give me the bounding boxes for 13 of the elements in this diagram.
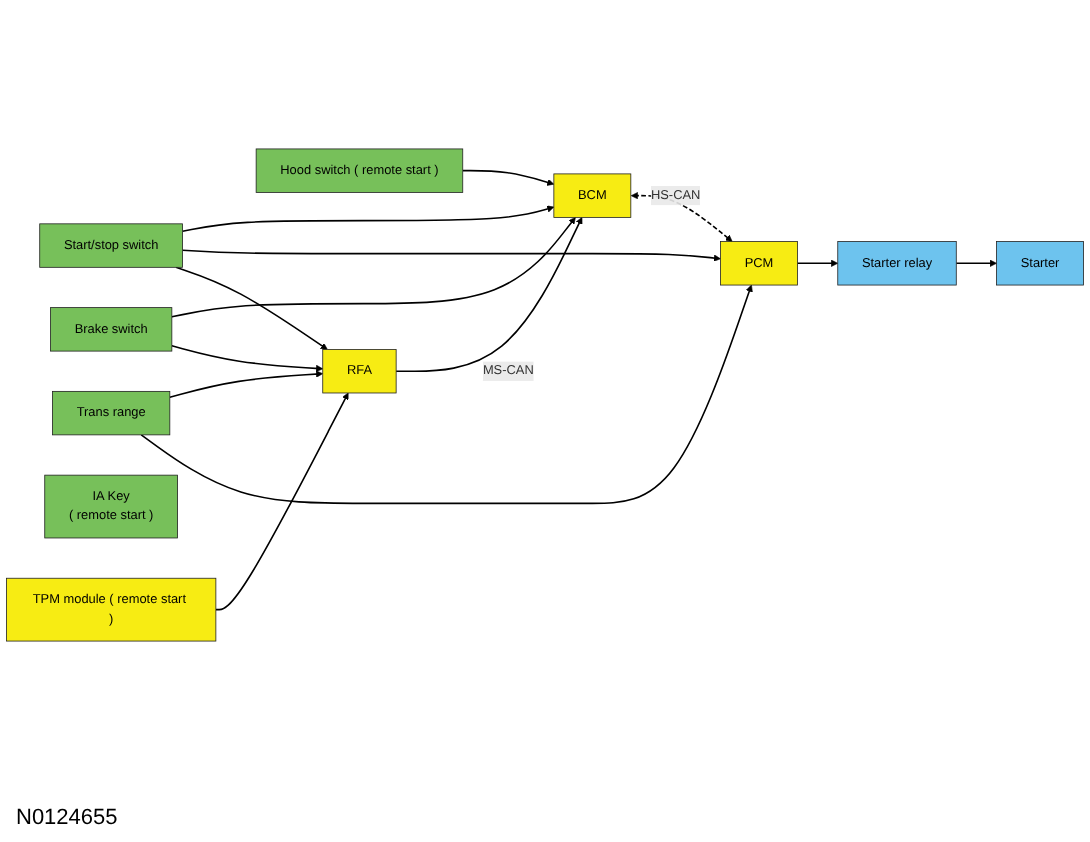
arrow [215,392,349,611]
arrow [955,259,997,267]
arrow [395,217,583,373]
arrow [169,370,324,399]
figure-number: N0124655 [16,806,118,830]
arrow [175,266,328,350]
arrow [796,259,839,267]
arrow [181,205,555,233]
arrow [171,217,576,318]
arrow [140,284,753,505]
arrow [461,169,555,186]
arrow [171,345,324,372]
arrow [181,249,721,262]
